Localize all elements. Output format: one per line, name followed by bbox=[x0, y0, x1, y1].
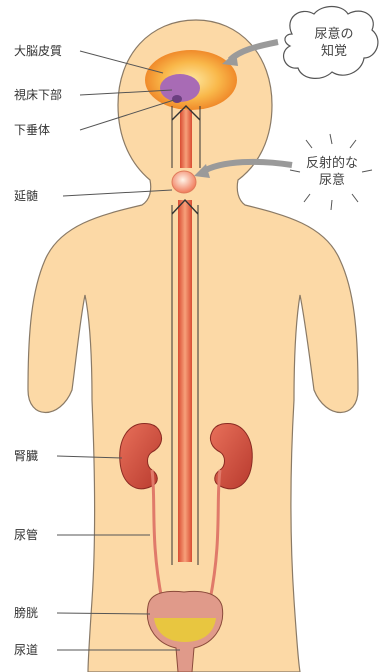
medulla-label: 延髄 bbox=[14, 189, 38, 203]
hypothalamus-label: 視床下部 bbox=[14, 88, 62, 102]
body-silhouette bbox=[28, 20, 358, 672]
perception-callout: 尿意の 知覚 bbox=[298, 26, 370, 60]
pituitary-label: 下垂体 bbox=[14, 123, 50, 137]
bladder-label: 膀胱 bbox=[14, 606, 38, 620]
reflex-callout-line1: 反射的な bbox=[296, 155, 368, 172]
urethra-label: 尿道 bbox=[14, 643, 38, 657]
cerebral-cortex-label: 大脳皮質 bbox=[14, 44, 62, 58]
ureter-label: 尿管 bbox=[14, 528, 38, 542]
upper-pathway bbox=[180, 110, 192, 168]
lower-pathway bbox=[178, 200, 192, 562]
reflex-callout-line2: 尿意 bbox=[296, 172, 368, 189]
medulla-shape bbox=[172, 171, 196, 193]
perception-callout-line2: 知覚 bbox=[298, 43, 370, 60]
pituitary-shape bbox=[172, 95, 182, 103]
perception-callout-line1: 尿意の bbox=[298, 26, 370, 43]
kidney-label: 腎臓 bbox=[14, 449, 38, 463]
reflex-callout: 反射的な 尿意 bbox=[296, 155, 368, 189]
